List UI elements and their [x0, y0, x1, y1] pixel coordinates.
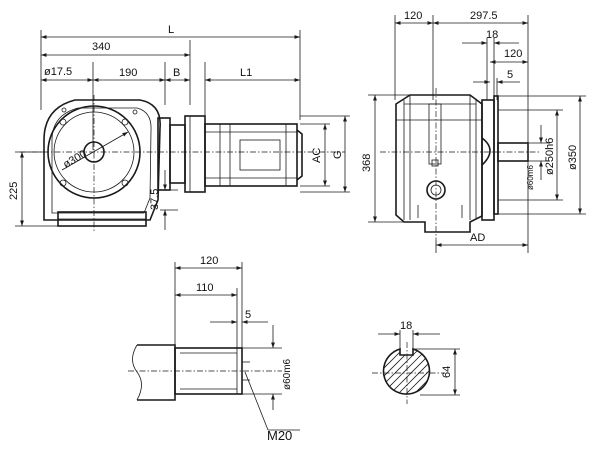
front-view: L 340 ø17.5 190 B L1 ø300: [8, 24, 350, 232]
dia-300-leader: [61, 131, 129, 171]
dim-225-label: 225: [8, 182, 20, 200]
dim-110-label: 110: [196, 282, 214, 294]
dim-18-key-label: 18: [400, 320, 412, 332]
dim-190-label: 190: [119, 67, 137, 79]
bolt-hole: [121, 118, 129, 126]
key-section: 18 64: [372, 320, 460, 404]
dim-60m6-side-label: ø60m6: [526, 165, 535, 190]
dim-120b-label: 120: [504, 48, 522, 60]
shaft-section: [382, 347, 431, 395]
dim-64-label: 64: [441, 366, 453, 378]
dim-L-label: L: [168, 24, 174, 36]
dim-120-shaft-label: 120: [200, 255, 218, 267]
side-view: 120 297.5 18 120 5: [361, 10, 586, 253]
dim-368-label: 368: [361, 154, 373, 172]
dim-37-5-label: 37.5: [149, 189, 161, 210]
dim-G-label: G: [332, 150, 344, 159]
gear-housing: [43, 99, 161, 221]
dim-AC-label: AC: [311, 148, 323, 163]
adapter-body: [169, 124, 186, 184]
dim-AD-label: AD: [470, 232, 485, 244]
shaft-shoulder: [137, 344, 176, 401]
dim-250h6-label: ø250h6: [544, 138, 556, 175]
dim-60m6-shaft-label: ø60m6: [282, 358, 293, 390]
bolt-hole: [121, 179, 129, 187]
shaft-detail: 120 110 5 ø60m6 M20: [128, 255, 300, 443]
dim-5-shaft-label: 5: [245, 309, 251, 321]
side-housing: [395, 94, 483, 233]
dim-17-5-label: ø17.5: [44, 66, 72, 78]
thread-label: M20: [267, 428, 292, 443]
thread-leader: [244, 371, 269, 431]
bolt-hole: [59, 179, 67, 187]
bolt-hole: [59, 118, 67, 126]
dim-350-label: ø350: [567, 145, 579, 170]
motor-body: [204, 123, 298, 187]
dim-5-side-label: 5: [507, 69, 513, 81]
dim-120-side-label: 120: [404, 10, 422, 22]
dim-L1-label: L1: [240, 67, 252, 79]
dim-300-label: ø300: [61, 148, 89, 171]
side-flange: [481, 99, 495, 221]
motor-flange: [184, 115, 206, 193]
dim-18-side-label: 18: [486, 29, 498, 41]
dim-340-label: 340: [92, 41, 110, 53]
dim-297-5-label: 297.5: [470, 10, 498, 22]
dim-B-label: B: [173, 67, 180, 79]
terminal-box: [239, 139, 281, 171]
